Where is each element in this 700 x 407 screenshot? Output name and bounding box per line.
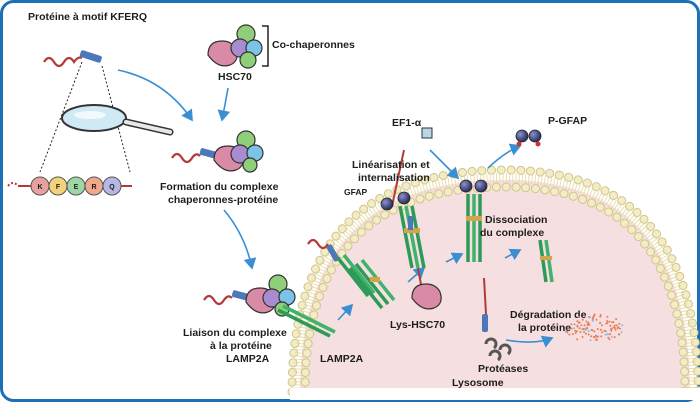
- hsc70-cochaperones: Co-chaperonnes HSC70: [207, 24, 355, 83]
- motif-letter-q: Q: [109, 184, 115, 191]
- p-gfap-molecule: [515, 129, 542, 147]
- degradation-label-1: Dégradation de: [510, 309, 587, 321]
- arrow-to-complex-left: [117, 69, 193, 122]
- lysosome: [287, 165, 700, 400]
- protease-icons: [484, 337, 512, 362]
- arrow-to-complex-top: [217, 87, 231, 122]
- ef1a-label: EF1-α: [392, 117, 422, 129]
- protein-fragments: [564, 313, 624, 342]
- cochaperone-bracket: [262, 25, 269, 67]
- kferq-protein-label: Protéine à motif KFERQ: [28, 11, 147, 23]
- lamp2a-multimer-1: [307, 238, 376, 298]
- kferq-motif-bar: [79, 50, 102, 63]
- lamp2a-monomer: [538, 239, 554, 283]
- lamp2a-label: LAMP2A: [320, 353, 364, 365]
- motif-letter-e: E: [74, 184, 79, 191]
- motif-letter-f: F: [56, 184, 61, 191]
- dissociation-label-2: du complexe: [480, 227, 544, 239]
- motif-letter-k: K: [37, 184, 42, 191]
- p-gfap-label: P-GFAP: [548, 115, 587, 127]
- substrate-in-lumen: [482, 277, 488, 332]
- magnifier-icon: [61, 104, 174, 136]
- linearisation-label-2: internalisation: [358, 172, 430, 184]
- kferq-protein-group: Protéine à motif KFERQ K F E R Q: [7, 11, 174, 196]
- lysosome-lumen: [300, 180, 690, 392]
- complex-formation-label-1: Formation du complexe: [160, 181, 279, 193]
- ef1a-square: [421, 127, 433, 139]
- linearisation-label-1: Linéarisation et: [352, 159, 430, 171]
- motif-bead-q: [102, 176, 122, 196]
- lys-hsc70-label: Lys-HSC70: [390, 319, 445, 331]
- lysosome-label: Lysosome: [452, 377, 504, 389]
- kferq-motif-beads: K F E R Q: [30, 176, 122, 196]
- binding-label-2: à la protéine: [210, 340, 272, 352]
- motif-letter-r: R: [91, 184, 96, 191]
- arrow-to-binding: [223, 209, 257, 270]
- gfap-sphere: [380, 197, 394, 211]
- complex-formation-group: Formation du complexe chaperonnes-protéi…: [160, 130, 279, 206]
- complex-formation-label-2: chaperonnes-protéine: [168, 194, 278, 206]
- lamp2a-multimer-gfap: [380, 149, 426, 269]
- dissociation-label-1: Dissociation: [485, 214, 547, 226]
- cochaperones-label: Co-chaperonnes: [272, 39, 355, 51]
- gfap-label: GFAP: [344, 187, 367, 197]
- lamp2a-multimer-2: [348, 258, 396, 310]
- binding-label-3: LAMP2A: [226, 353, 270, 365]
- hsc70-label: HSC70: [218, 71, 252, 83]
- degradation-label-2: la protéine: [518, 322, 571, 334]
- membrane-tails: [293, 172, 697, 393]
- proteases-label: Protéases: [478, 363, 528, 375]
- lys-hsc70: [411, 267, 442, 310]
- binding-group: Liaison du complexe à la protéine LAMP2A: [183, 274, 336, 365]
- binding-label-1: Liaison du complexe: [183, 327, 287, 339]
- protein-chain: [43, 56, 83, 68]
- lamp2a-multimer-center: [459, 179, 488, 262]
- lamp2a-receptor-1: [277, 308, 331, 338]
